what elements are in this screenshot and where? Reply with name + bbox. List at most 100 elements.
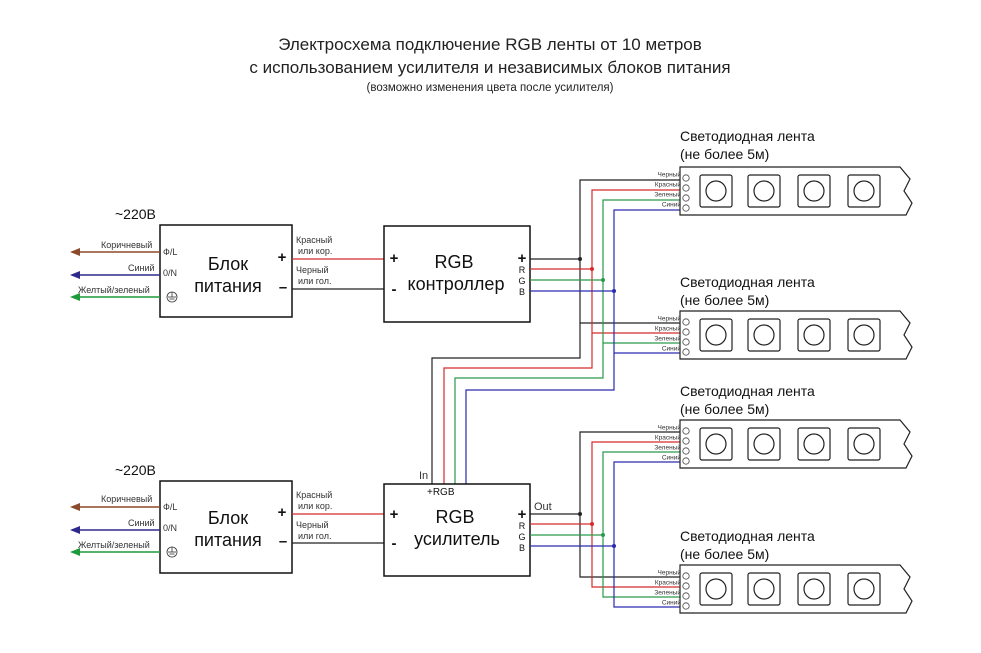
power-supply-label-2: питания bbox=[194, 530, 262, 550]
strip-label-1: Светодиодная лента bbox=[680, 274, 815, 290]
amplifier-out-label: Out bbox=[534, 501, 552, 513]
plus-wire-label-2: или кор. bbox=[298, 501, 332, 511]
strip-wire-label: Зеленый bbox=[654, 589, 681, 597]
led-chip-icon bbox=[847, 318, 881, 352]
strip-label-2: (не более 5м) bbox=[680, 401, 769, 417]
amplifier-in-pins: +RGB bbox=[427, 487, 455, 498]
mains-label: ~220В bbox=[115, 462, 156, 478]
controller-in-plus: + bbox=[390, 250, 399, 267]
strip-wire-label: Красный bbox=[655, 434, 682, 442]
strip-wire-label: Красный bbox=[655, 325, 682, 333]
led-chip-icon bbox=[747, 427, 781, 461]
contact-pad bbox=[682, 174, 690, 182]
led-chip-icon bbox=[797, 174, 831, 208]
strip-wire-label: Зеленый bbox=[654, 444, 681, 452]
minus-wire-label-1: Черный bbox=[296, 265, 328, 275]
strip-wire-label: Черный bbox=[658, 171, 682, 179]
power-supply-1: ~220В Блок питания Ф/L 0/N + – Коричневы… bbox=[70, 206, 384, 318]
contact-pad bbox=[682, 447, 690, 455]
controller-output-bus bbox=[431, 179, 680, 484]
amplifier-out-plus: + bbox=[518, 506, 527, 523]
controller-label-2: контроллер bbox=[408, 274, 505, 294]
contact-pad bbox=[682, 204, 690, 212]
led-chip-icon bbox=[847, 572, 881, 606]
plus-wire-label-2: или кор. bbox=[298, 246, 332, 256]
led-chip-icon bbox=[747, 572, 781, 606]
strip-wire-label: Красный bbox=[655, 181, 682, 189]
strip-wire-label: Синий bbox=[662, 454, 682, 462]
arrow-left-icon bbox=[70, 548, 80, 556]
contact-pad bbox=[682, 184, 690, 192]
strip-label-2: (не более 5м) bbox=[680, 292, 769, 308]
strip-wire-label: Синий bbox=[662, 599, 682, 607]
plus-wire-label-1: Красный bbox=[296, 235, 332, 245]
power-supply-2: ~220В Блок питания Ф/L 0/N + – Коричневы… bbox=[70, 462, 384, 574]
controller-label-1: RGB bbox=[434, 252, 473, 272]
plus-wire-label-1: Красный bbox=[296, 490, 332, 500]
arrow-left-icon bbox=[70, 271, 80, 279]
title-line-2: с использованием усилителя и независимых… bbox=[249, 58, 730, 77]
contact-pad bbox=[682, 338, 690, 346]
controller-out-r: R bbox=[519, 265, 526, 275]
led-strips: Светодиодная лента(не более 5м)ЧерныйКра… bbox=[654, 128, 913, 614]
amplifier-in-minus: - bbox=[392, 535, 397, 552]
contact-pad bbox=[682, 328, 690, 336]
contact-pad bbox=[682, 572, 690, 580]
led-strip: Светодиодная лента(не более 5м)ЧерныйКра… bbox=[654, 274, 913, 360]
contact-pad bbox=[682, 457, 690, 465]
pin-phase: Ф/L bbox=[163, 502, 177, 512]
contact-pad bbox=[682, 348, 690, 356]
psu-minus: – bbox=[279, 279, 287, 296]
controller-box bbox=[383, 225, 531, 323]
contact-pad bbox=[682, 602, 690, 610]
arrow-left-icon bbox=[70, 503, 80, 511]
contact-pad bbox=[682, 437, 690, 445]
led-chip-icon bbox=[847, 174, 881, 208]
led-chip-icon bbox=[797, 318, 831, 352]
pin-neutral: 0/N bbox=[163, 268, 177, 278]
mains-label: ~220В bbox=[115, 206, 156, 222]
controller-out-b: B bbox=[519, 287, 525, 297]
strip-wire-label: Синий bbox=[662, 201, 682, 209]
contact-pad bbox=[682, 582, 690, 590]
led-chip-icon bbox=[699, 174, 733, 208]
led-chip-icon bbox=[847, 427, 881, 461]
strip-label-1: Светодиодная лента bbox=[680, 128, 815, 144]
power-supply-label-1: Блок bbox=[208, 254, 248, 274]
ground-icon bbox=[166, 546, 178, 558]
amplifier-out-r: R bbox=[519, 521, 526, 531]
contact-pad bbox=[682, 592, 690, 600]
led-chip-icon bbox=[747, 174, 781, 208]
strip-label-1: Светодиодная лента bbox=[680, 383, 815, 399]
pin-phase: Ф/L bbox=[163, 247, 177, 257]
strip-wire-label: Красный bbox=[655, 579, 682, 587]
power-supply-box bbox=[159, 480, 293, 574]
led-chip-icon bbox=[797, 572, 831, 606]
led-chip-icon bbox=[747, 318, 781, 352]
psu-plus: + bbox=[278, 249, 287, 266]
power-supply-label-1: Блок bbox=[208, 508, 248, 528]
contact-pad bbox=[682, 427, 690, 435]
amplifier-in-plus: + bbox=[390, 506, 399, 523]
led-chip-icon bbox=[699, 572, 733, 606]
wire-label-earth: Желтый/зеленый bbox=[78, 285, 150, 295]
controller-out-plus: + bbox=[518, 250, 527, 267]
strip-label-2: (не более 5м) bbox=[680, 546, 769, 562]
contact-pad bbox=[682, 318, 690, 326]
wire-label-blue: Синий bbox=[128, 518, 155, 528]
power-supply-box bbox=[159, 224, 293, 318]
amplifier-box bbox=[383, 483, 531, 577]
wire-label-earth: Желтый/зеленый bbox=[78, 540, 150, 550]
arrow-left-icon bbox=[70, 526, 80, 534]
strip-wire-label: Синий bbox=[662, 345, 682, 353]
power-supply-label-2: питания bbox=[194, 276, 262, 296]
strip-wire-label: Черный bbox=[658, 569, 682, 577]
led-chip-icon bbox=[797, 427, 831, 461]
pin-neutral: 0/N bbox=[163, 523, 177, 533]
controller-in-minus: - bbox=[392, 281, 397, 298]
minus-wire-label-1: Черный bbox=[296, 520, 328, 530]
strip-wire-label: Зеленый bbox=[654, 191, 681, 199]
led-chip-icon bbox=[699, 427, 733, 461]
contact-pad bbox=[682, 194, 690, 202]
title-line-1: Электросхема подключение RGB ленты от 10… bbox=[278, 35, 702, 54]
